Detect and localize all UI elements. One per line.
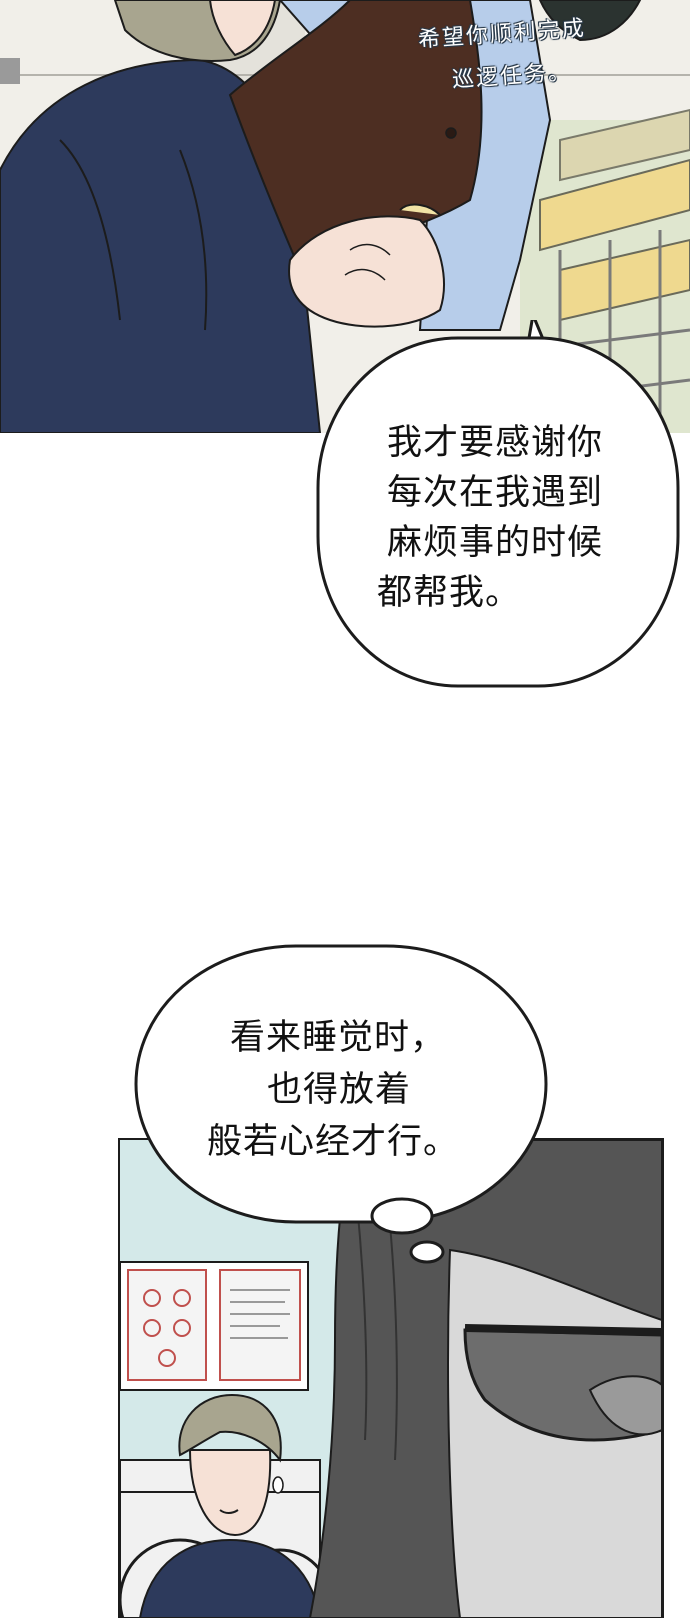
speech-line: 麻烦事的时候 <box>386 523 603 563</box>
panel-bottom-illustration <box>120 1140 662 1618</box>
speech-line: 都帮我。 <box>377 573 522 613</box>
speech-line: 每次在我遇到 <box>386 473 603 513</box>
woman-closeup <box>308 1140 662 1618</box>
notice-board <box>120 1261 309 1391</box>
brown-cloth <box>228 0 483 272</box>
speech-line: 我才要感谢你 <box>386 423 603 463</box>
speech-text-thanks: 我才要感谢你 每次在我遇到 麻烦事的时候 都帮我。 <box>335 418 655 618</box>
thought-line: 也得放着 <box>267 1070 412 1110</box>
door-handle <box>0 58 20 84</box>
thought-line: 般若心经才行。 <box>207 1122 460 1162</box>
speech-bubble-thanks <box>316 320 680 688</box>
hands <box>288 215 445 328</box>
panel-bottom <box>118 1138 664 1618</box>
thought-line: 看来睡觉时， <box>230 1018 447 1058</box>
thought-text: 看来睡觉时， 也得放着 般若心经才行。 <box>195 1012 495 1168</box>
thought-bubble <box>134 944 548 1264</box>
small-man <box>138 1393 322 1618</box>
